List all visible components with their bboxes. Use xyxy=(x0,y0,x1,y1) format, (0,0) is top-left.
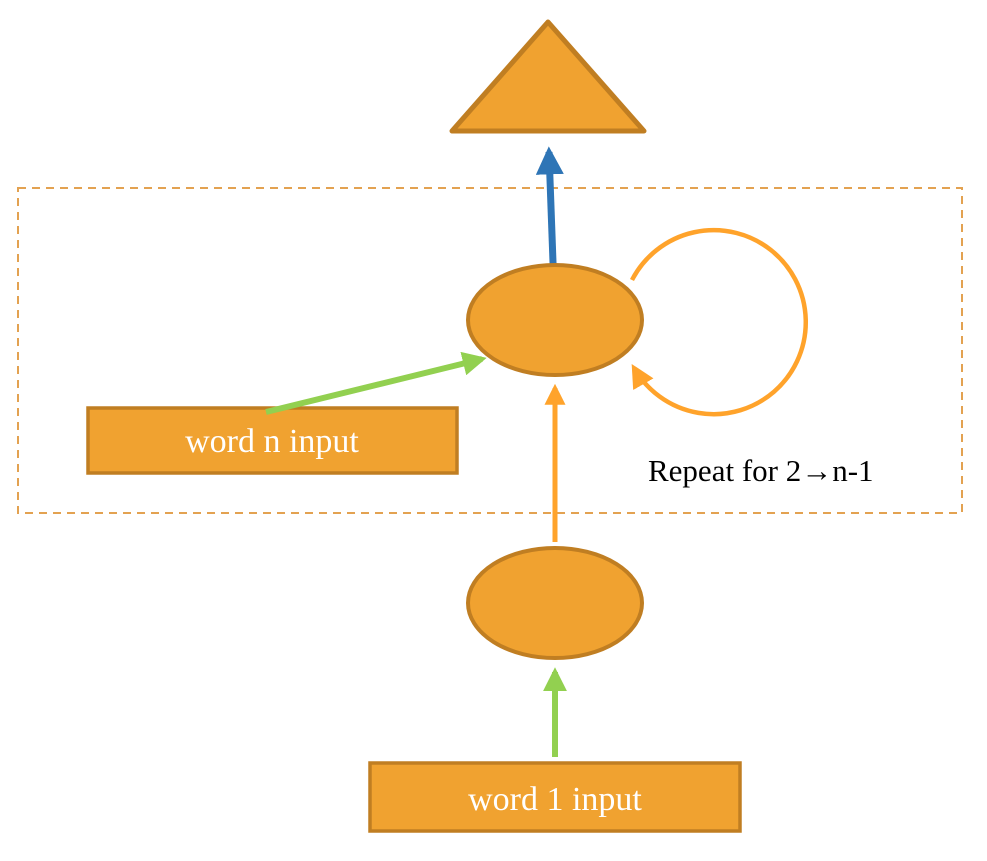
recurrent-state-node xyxy=(466,263,644,377)
first-state-node xyxy=(466,546,644,660)
arrow-word-n-to-state xyxy=(265,351,487,415)
word-1-input-box xyxy=(368,761,742,833)
word-n-input-label: word n input xyxy=(185,423,359,460)
word-1-input-label: word 1 input xyxy=(468,781,642,818)
word-n-input-box xyxy=(86,406,459,475)
repeat-note: Repeat for 2→n-1 xyxy=(648,453,874,488)
output-triangle xyxy=(449,19,647,134)
repeat-region-box xyxy=(17,187,963,514)
self-loop-arrow xyxy=(630,227,808,417)
